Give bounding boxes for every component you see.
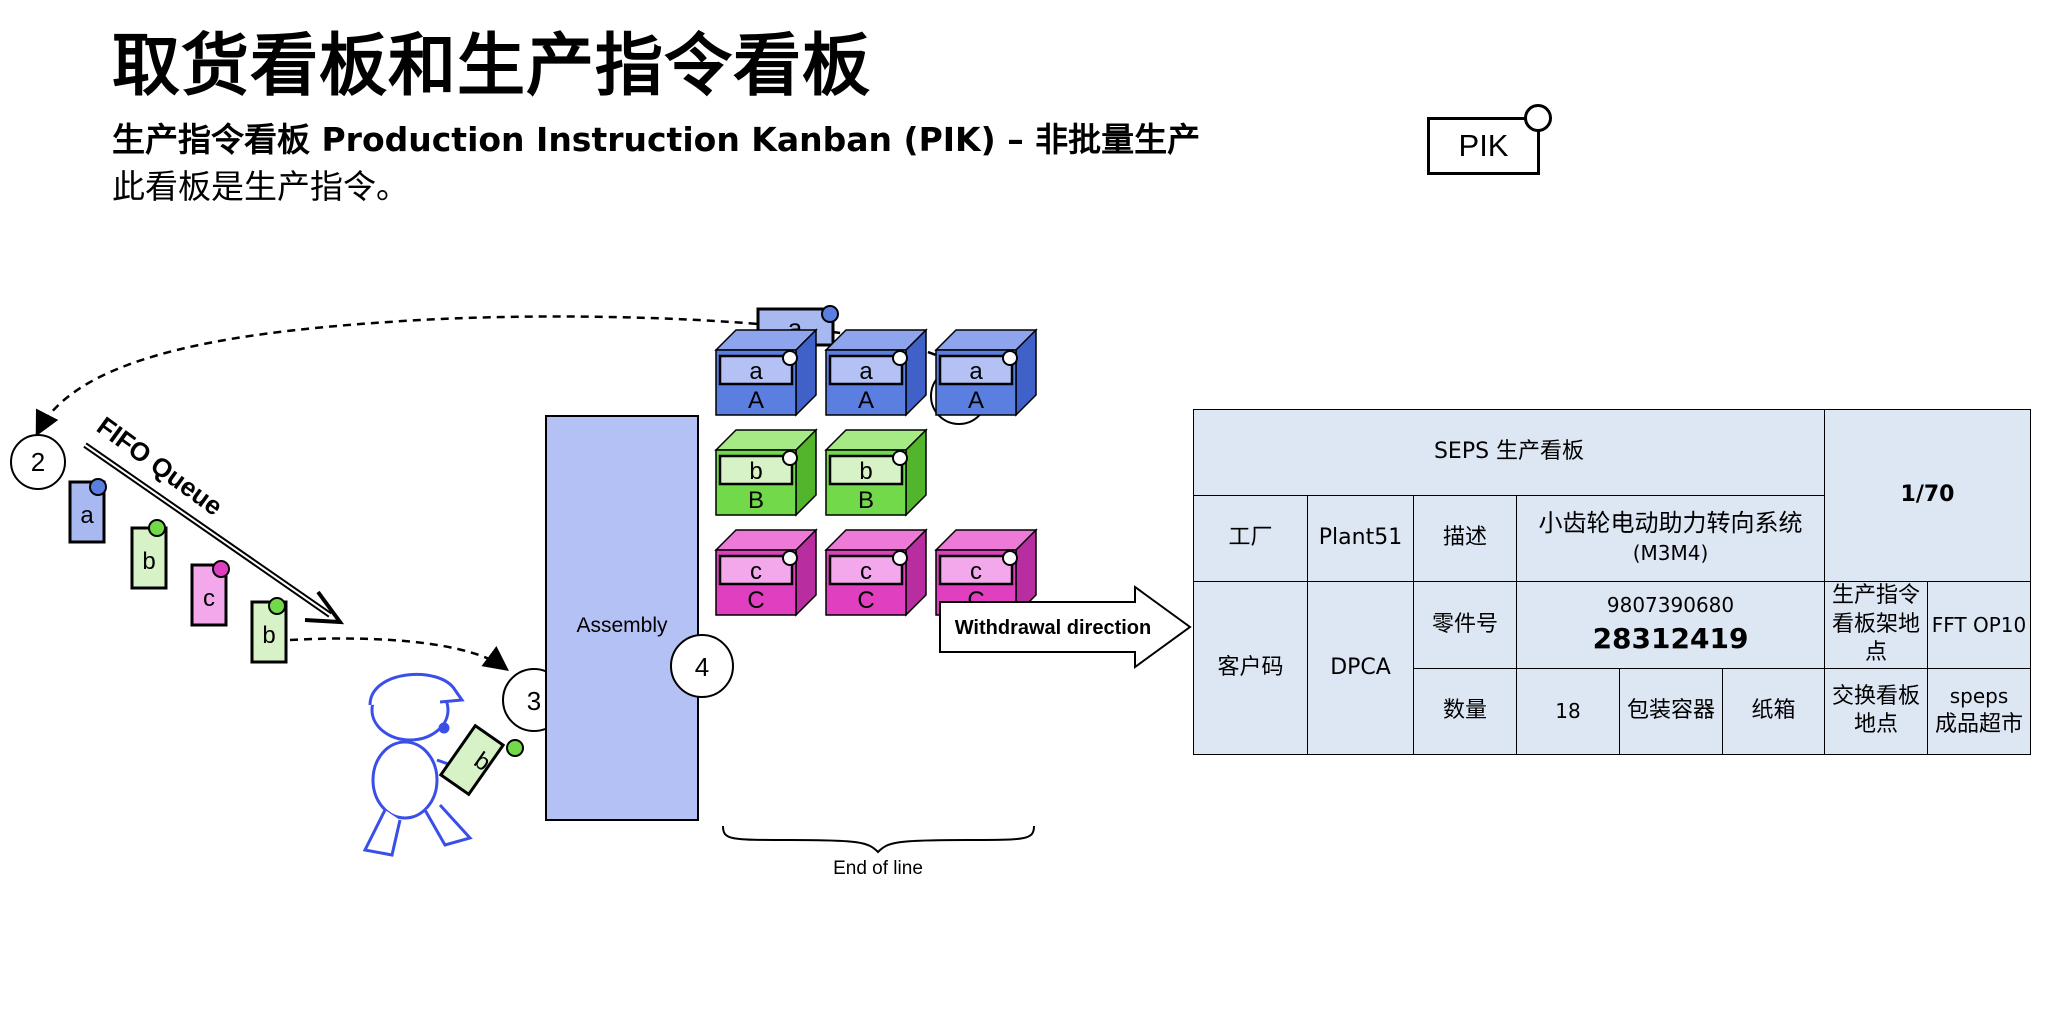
end-of-line-label: End of line (833, 858, 923, 879)
withdrawal-arrow: Withdrawal direction (939, 585, 1192, 669)
queue-card-b2: b (250, 597, 288, 664)
svg-text:c: c (203, 585, 215, 612)
pik-card-label: PIK (1458, 128, 1509, 163)
carried-card-b: b (438, 723, 524, 797)
box-A-3: aA (934, 328, 1038, 417)
box-part-label: C (747, 587, 764, 614)
customer-label: 客户码 (1193, 581, 1308, 755)
box-card-label: b (749, 458, 762, 485)
box-C-2: cC (824, 528, 928, 617)
production-kanban-card: SEPS 生产看板 1/70 工厂 Plant51 描述 小齿轮电动助力转向系统… (1193, 409, 2031, 755)
rack-location-label: 生产指令看板架地点 (1824, 581, 1928, 669)
svg-text:3: 3 (527, 686, 541, 716)
withdrawal-label: Withdrawal direction (955, 617, 1152, 639)
svg-text:a: a (80, 502, 94, 529)
box-part-label: B (858, 487, 874, 514)
part-number-label: 零件号 (1413, 581, 1517, 669)
box-card-label: c (860, 558, 872, 585)
queue-to-step3-arrow (289, 637, 510, 671)
box-card-label: c (750, 558, 762, 585)
kanban-header: SEPS 生产看板 (1193, 409, 1825, 496)
box-card-label: a (859, 358, 873, 385)
customer-value: DPCA (1307, 581, 1414, 755)
box-part-label: A (858, 387, 874, 414)
box-part-label: B (748, 487, 764, 514)
pik-flow-diagram: a 1 2 FIFO Queue a b c b (10, 305, 1192, 879)
description-label: 描述 (1413, 495, 1517, 582)
quantity-label: 数量 (1413, 667, 1517, 755)
page-subtitle: 生产指令看板 Production Instruction Kanban (PI… (112, 120, 1201, 159)
end-of-line-brace (722, 825, 1035, 854)
queue-card-a: a (68, 478, 107, 544)
pik-card-ring (1524, 104, 1552, 132)
step-circle-4: 4 (670, 634, 734, 698)
assembly-block (545, 415, 699, 821)
part-number-value: 9807390680 28312419 (1516, 581, 1825, 669)
box-B-1: bB (714, 428, 818, 517)
step-circle-2: 2 (10, 434, 66, 490)
assembly-label: Assembly (576, 614, 668, 637)
box-card-label: a (969, 358, 983, 385)
queue-card-c: c (190, 560, 230, 627)
box-card-label: c (970, 558, 982, 585)
svg-text:4: 4 (695, 652, 709, 682)
pik-card-icon: PIK (1427, 104, 1552, 175)
kanban-count: 1/70 (1824, 409, 2031, 582)
quantity-value: 18 (1516, 667, 1620, 755)
box-part-label: A (968, 387, 984, 414)
svg-text:b: b (262, 622, 275, 649)
plant-label: 工厂 (1193, 495, 1308, 582)
exchange-location-value: speps 成品超市 (1927, 667, 2031, 755)
svg-text:b: b (142, 548, 155, 575)
box-B-2: bB (824, 428, 928, 517)
box-part-label: C (857, 587, 874, 614)
page-title: 取货看板和生产指令看板 (112, 27, 872, 106)
box-C-1: cC (714, 528, 818, 617)
exchange-location-label: 交换看板地点 (1824, 667, 1928, 755)
page-description: 此看板是生产指令。 (112, 167, 409, 206)
svg-text:2: 2 (31, 447, 45, 477)
plant-value: Plant51 (1307, 495, 1414, 582)
worker-figure (362, 672, 473, 857)
packaging-label: 包装容器 (1619, 667, 1723, 755)
description-value: 小齿轮电动助力转向系统 (M3M4) (1516, 495, 1825, 582)
box-A-1: aA (714, 328, 818, 417)
rack-location-value: FFT OP10 (1927, 581, 2031, 669)
box-A-2: aA (824, 328, 928, 417)
queue-card-b1: b (130, 519, 168, 590)
box-card-label: b (859, 458, 872, 485)
box-part-label: A (748, 387, 764, 414)
packaging-value: 纸箱 (1722, 667, 1825, 755)
box-card-label: a (749, 358, 763, 385)
